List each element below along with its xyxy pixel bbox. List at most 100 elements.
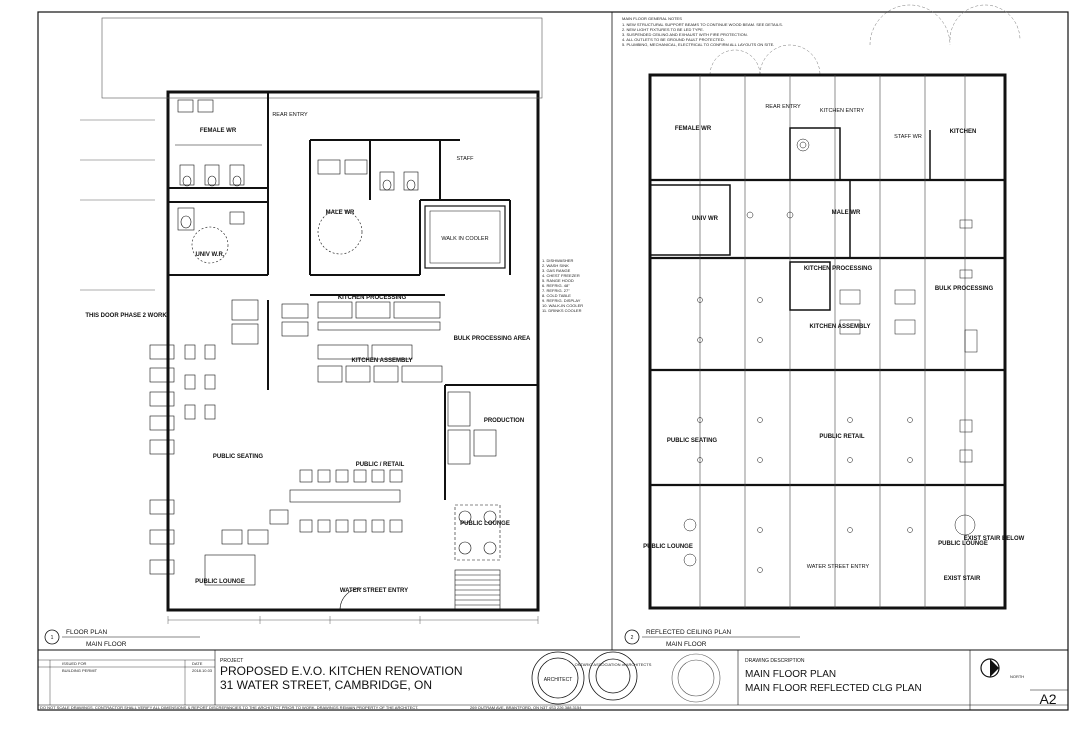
exterior-wall: [648, 73, 1007, 610]
room-label-water-street-entry: WATER STREET ENTRY: [807, 564, 870, 570]
room-label-this-door: THIS DOOR PHASE 2 WORK: [85, 313, 167, 319]
legend-line: 3. GAS RANGE: [542, 268, 571, 273]
room-label-kitchen-assembly: KITCHEN ASSEMBLY: [810, 324, 871, 330]
architect-seal-text: ARCHITECT: [544, 677, 573, 683]
room-label-rear-entry: REAR ENTRY: [765, 104, 801, 110]
sheet-number: A2: [1039, 691, 1056, 707]
architect-seal: [531, 651, 585, 705]
note-line: 1. NEW STRUCTURAL SUPPORT BEAMS TO CONTI…: [622, 22, 783, 27]
room-label-female-wr: FEMALE WR: [675, 126, 712, 132]
issued-for-header: ISSUED FOR: [62, 661, 87, 666]
legend-line: 2. WASH SINK: [542, 263, 569, 268]
legend-line: 7. REFRIG. 27": [542, 288, 570, 293]
note-line: 5. PLUMBING, MECHANICAL, ELECTRICAL TO C…: [622, 42, 774, 47]
north-arrow-icon: [980, 658, 1000, 678]
project-address: 31 WATER STREET, CAMBRIDGE, ON: [220, 678, 432, 692]
stamp-seal: [671, 653, 721, 703]
room-label-public-retail: PUBLIC / RETAIL: [356, 462, 405, 468]
ceiling-joists: [699, 75, 966, 608]
room-label-male-wr: MALE WR: [326, 210, 355, 216]
plan-number-bubble: [44, 629, 60, 645]
plan-title: FLOOR PLAN: [66, 629, 107, 636]
room-label-staff-wr: STAFF WR: [894, 134, 922, 140]
north-label: NORTH: [1010, 674, 1024, 679]
production-equipment: [447, 391, 501, 561]
room-label-public-seating: PUBLIC SEATING: [213, 454, 264, 460]
date-header: DATE: [192, 661, 203, 666]
note-line: 2. NEW LIGHT FIXTURES TO BE LED TYPE.: [622, 27, 704, 32]
legend-line: 1. DISHWASHER: [542, 258, 574, 263]
seating-tables: [149, 344, 403, 586]
interior-walls: [649, 127, 931, 311]
notes-header: MAIN FLOOR GENERAL NOTES: [622, 16, 682, 21]
title-block: ISSUED FOR DATE BUILDING PERMIT 2018.10.…: [37, 649, 1069, 711]
legend-line: 6. REFRIG. 48": [542, 283, 570, 288]
entrance-stair: [339, 569, 501, 611]
note-line: 3. SUSPENDED CEILING AND EXHAUST WITH FI…: [622, 32, 748, 37]
room-label-public-lounge-a: PUBLIC LOUNGE: [643, 544, 693, 550]
date-value: 2018.10.03: [192, 668, 213, 673]
univ-wr-fixtures: [177, 207, 245, 264]
legend-line: 5. RANGE HOOD: [542, 278, 574, 283]
legend-line: 9. REFRIG. DISPLAY: [542, 298, 581, 303]
association-seal: [588, 651, 638, 701]
room-label-walk-in-cooler: WALK IN COOLER: [441, 236, 488, 242]
room-label-univ-wr: UNIV WR: [692, 216, 719, 222]
reflected-ceiling-plan: FEMALE WR REAR ENTRY KITCHEN ENTRY STAFF…: [622, 4, 1025, 648]
site-outline: [101, 17, 543, 99]
plan-number: 1: [51, 635, 54, 641]
male-wr-fixtures: [317, 159, 419, 255]
female-wr-fixtures: [175, 99, 262, 187]
drawing-title-2: MAIN FLOOR REFLECTED CLG PLAN: [745, 683, 922, 694]
existing-arcs: [709, 4, 1021, 76]
room-label-kitchen-processing: KITCHEN PROCESSING: [804, 266, 873, 272]
room-label-public-retail: PUBLIC RETAIL: [819, 434, 865, 440]
interior-walls: [168, 92, 538, 500]
room-label-public-lounge-b: PUBLIC LOUNGE: [460, 521, 510, 527]
association-seal-text: ONTARIO ASSOCIATION of ARCHITECTS: [575, 662, 652, 667]
room-label-public-seating: PUBLIC SEATING: [667, 438, 718, 444]
legend-line: 11. DRINKS COOLER: [542, 308, 582, 313]
equipment-legend: 1. DISHWASHER 2. WASH SINK 3. GAS RANGE …: [542, 258, 583, 313]
room-label-water-street-entry: WATER STREET ENTRY: [340, 588, 408, 594]
exterior-wall: [166, 90, 540, 612]
room-label-male-wr: MALE WR: [832, 210, 861, 216]
legend-line: 10. WALK-IN COOLER: [542, 303, 583, 308]
drawing-description-label: DRAWING DESCRIPTION: [745, 658, 805, 664]
room-label-exist-stair-below: EXIST STAIR BELOW: [964, 536, 1025, 542]
firm-address: 269 OUTRAM AVE, BRANTFORD, ON N3T 4S3 22…: [470, 705, 582, 710]
room-label-public-lounge-b: PUBLIC LOUNGE: [938, 541, 988, 547]
kitchen-processing-equipment: [231, 299, 443, 383]
legend-line: 8. COLD TABLE: [542, 293, 571, 298]
plan-title: REFLECTED CEILING PLAN: [646, 629, 732, 636]
general-notes: MAIN FLOOR GENERAL NOTES 1. NEW STRUCTUR…: [622, 16, 783, 47]
plan-subtitle: MAIN FLOOR: [86, 641, 127, 648]
plan-subtitle: MAIN FLOOR: [666, 641, 707, 648]
legend-line: 4. CHEST FREEZER: [542, 273, 580, 278]
project-name: PROPOSED E.V.O. KITCHEN RENOVATION: [220, 664, 463, 678]
light-fixtures: [683, 138, 978, 573]
issued-for-value: BUILDING PERMIT: [62, 668, 98, 673]
room-label-kitchen-processing: KITCHEN PROCESSING: [338, 295, 407, 301]
room-label-kitchen: KITCHEN: [950, 129, 977, 135]
plan-number: 2: [631, 635, 634, 641]
room-label-kitchen-entry: KITCHEN ENTRY: [820, 108, 865, 114]
drawing-title-1: MAIN FLOOR PLAN: [745, 669, 836, 680]
plan-number-bubble: [624, 629, 640, 645]
dimension-lines: [80, 119, 539, 624]
room-label-bulk-processing: BULK PROCESSING: [935, 286, 994, 292]
room-label-bulk-processing: BULK PROCESSING AREA: [454, 336, 531, 342]
room-label-production: PRODUCTION: [484, 418, 524, 424]
project-label: PROJECT: [220, 658, 243, 664]
room-label-univ-wr: UNIV W.R.: [195, 252, 224, 258]
room-label-female-wr: FEMALE WR: [200, 128, 237, 134]
room-label-rear-entry: REAR ENTRY: [272, 112, 308, 118]
disclaimer-text: DO NOT SCALE DRAWINGS. CONTRACTOR SHALL …: [40, 705, 418, 710]
room-label-public-lounge-a: PUBLIC LOUNGE: [195, 579, 245, 585]
sheet-border: [37, 11, 1069, 711]
note-line: 4. ALL OUTLETS TO BE GROUND FAULT PROTEC…: [622, 37, 725, 42]
room-label-staff: STAFF: [456, 156, 474, 162]
room-label-kitchen-assembly: KITCHEN ASSEMBLY: [352, 358, 413, 364]
main-floor-plan: FEMALE WR REAR ENTRY MALE WR UNIV W.R. K…: [44, 17, 583, 648]
